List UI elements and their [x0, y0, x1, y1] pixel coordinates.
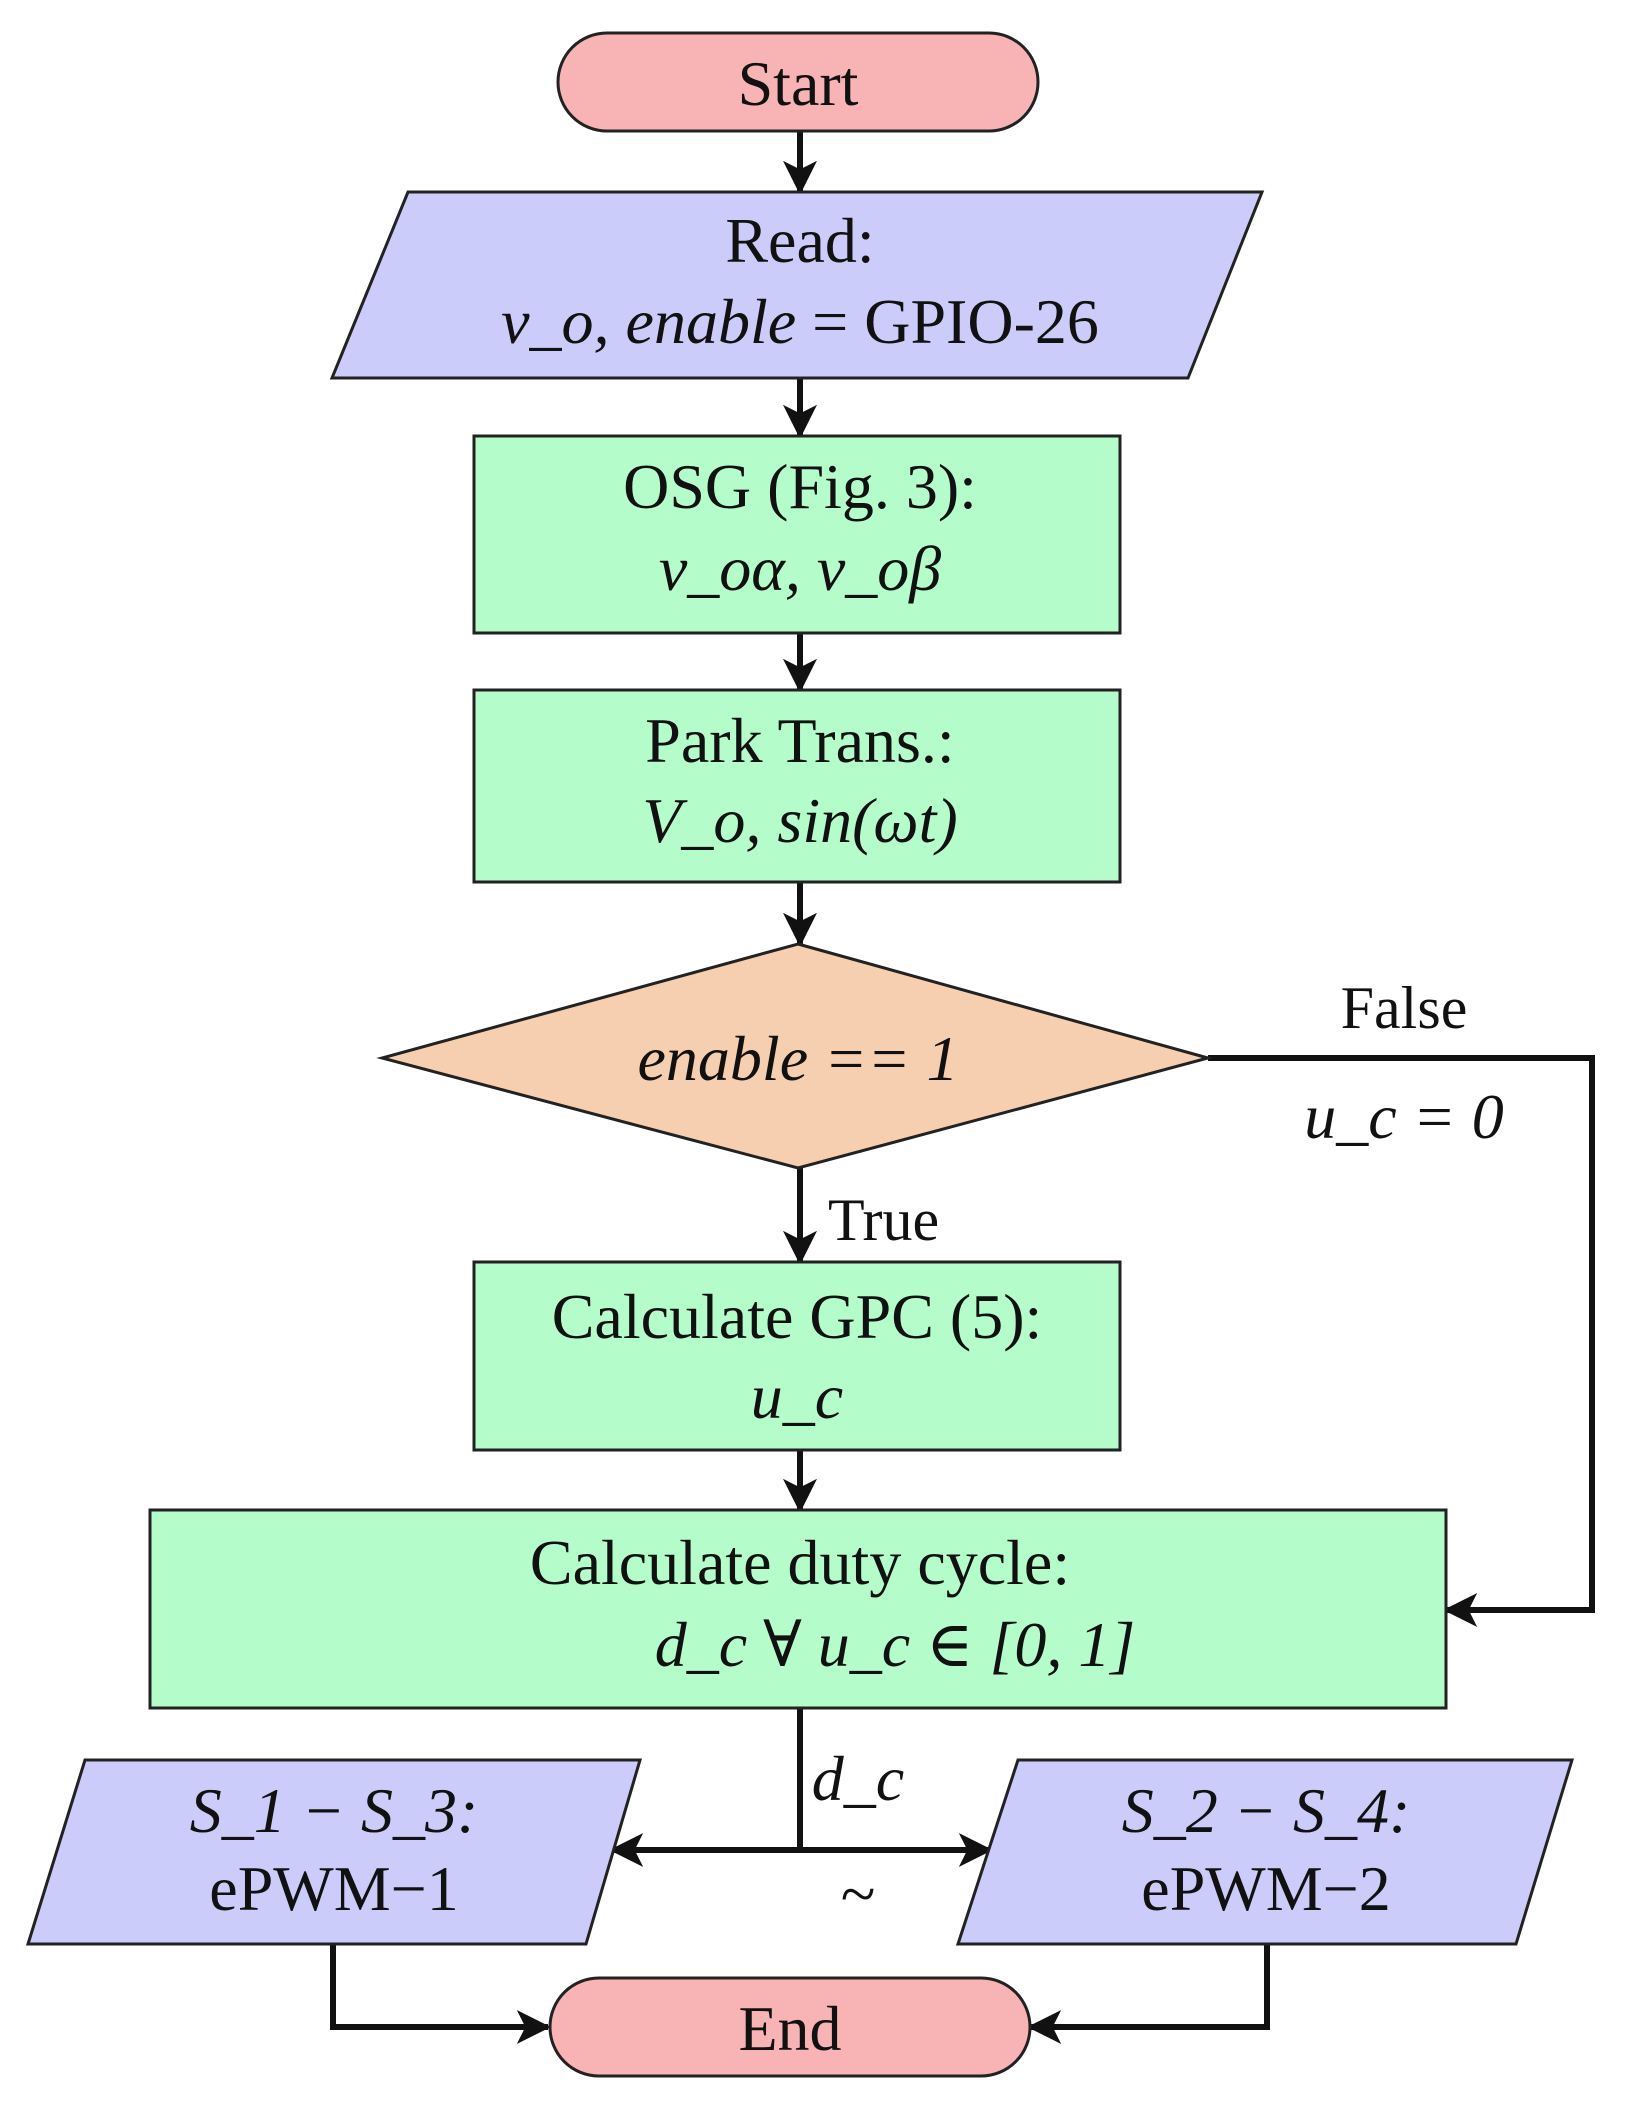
gpc-node: Calculate GPC (5): u_c: [472, 1260, 1122, 1452]
read-variables: v_o, enable = GPIO-26: [501, 286, 1099, 357]
s13-epwm: ePWM−1: [209, 1853, 458, 1924]
end-node: End: [548, 1976, 1032, 2078]
end-label: End: [738, 1993, 841, 2064]
gpc-process-shape: [472, 1260, 1122, 1452]
read-title: Read:: [725, 205, 874, 276]
park-node: Park Trans.: V_o, sin(ωt): [472, 688, 1122, 884]
false-label: False: [1341, 975, 1468, 1041]
read-variables-math: v_o, enable: [501, 286, 796, 357]
osg-process-shape: [472, 434, 1122, 635]
start-terminal-shape: [556, 31, 1040, 133]
s24-io-shape: [955, 1758, 1575, 1946]
read-node: Read: v_o, enable = GPIO-26: [329, 190, 1265, 380]
decision-condition: enable == 1: [638, 1023, 959, 1094]
park-title: Park Trans.:: [645, 705, 954, 776]
duty-node: Calculate duty cycle: d_c ∀ u_c ∈ [0, 1]: [148, 1508, 1448, 1710]
dc-label: d_c: [812, 1743, 904, 1814]
s13-switches: S_1 − S_3:: [190, 1775, 479, 1846]
park-process-shape: [472, 688, 1122, 884]
edge-decision-false-duty: [1208, 1055, 1595, 1627]
osg-node: OSG (Fig. 3): v_oα, v_oβ: [472, 434, 1122, 635]
edges: [330, 131, 1595, 2044]
duty-expression: d_c ∀ u_c ∈ [0, 1]: [655, 1609, 1136, 1680]
end-terminal-shape: [548, 1976, 1032, 2078]
read-io-shape: [329, 190, 1265, 380]
edge-labels: False u_c = 0 True d_c ~: [812, 975, 1504, 1929]
uc-zero-label: u_c = 0: [1304, 1081, 1504, 1152]
start-label: Start: [738, 48, 859, 119]
gpc-title: Calculate GPC (5):: [552, 1281, 1043, 1352]
osg-title: OSG (Fig. 3):: [623, 451, 977, 522]
start-node: Start: [556, 31, 1040, 133]
edge-s24-end: [1027, 1944, 1270, 2044]
s24-epwm: ePWM−2: [1141, 1853, 1390, 1924]
edge-s13-end: [330, 1944, 551, 2044]
s13-node: S_1 − S_3: ePWM−1: [25, 1758, 643, 1946]
s24-node: S_2 − S_4: ePWM−2: [955, 1758, 1575, 1946]
osg-outputs: v_oα, v_oβ: [659, 533, 941, 604]
gpc-output: u_c: [751, 1361, 843, 1432]
park-outputs: V_o, sin(ωt): [642, 785, 957, 856]
s13-io-shape: [25, 1758, 643, 1946]
duty-process-shape: [148, 1508, 1448, 1710]
duty-title: Calculate duty cycle:: [530, 1527, 1070, 1598]
tilde-label: ~: [841, 1858, 876, 1929]
read-variables-eq: =: [796, 286, 864, 357]
true-label: True: [828, 1187, 939, 1253]
s24-switches: S_2 − S_4:: [1122, 1775, 1411, 1846]
decision-diamond-shape: [376, 942, 1214, 1170]
read-variables-gpio: GPIO-26: [864, 286, 1099, 357]
decision-node: enable == 1: [376, 942, 1214, 1170]
